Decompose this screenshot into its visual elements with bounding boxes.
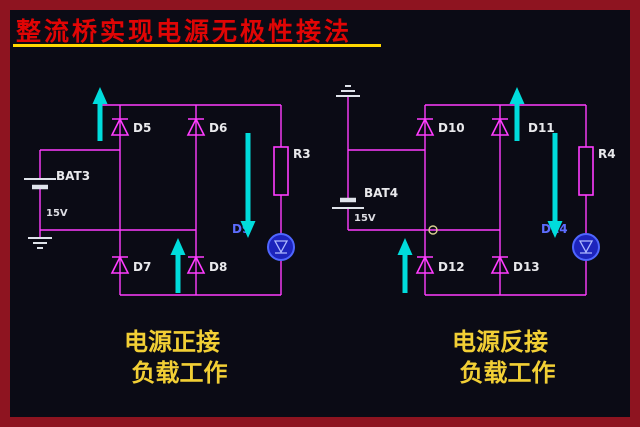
led-d14-symbol	[572, 233, 600, 261]
diode-d11-label: D11	[528, 121, 555, 135]
diode-d10-symbol	[415, 117, 435, 136]
ground-symbol-left	[28, 237, 52, 249]
junction-node	[428, 225, 438, 235]
battery-bat3-voltage: 15V	[46, 208, 68, 219]
battery-symbol-bat3	[24, 178, 56, 190]
diode-d12-symbol	[415, 255, 435, 274]
current-up-arrow-left-bottom	[170, 238, 186, 293]
diode-d8-symbol	[186, 255, 206, 274]
battery-symbol-bat4	[332, 197, 364, 209]
diode-d12-label: D12	[438, 260, 465, 274]
current-up-arrow-right-bottom	[397, 238, 413, 293]
right-circuit-wires	[347, 96, 587, 296]
caption-left-line2: 负载工作	[131, 359, 228, 387]
resistor-r4-symbol	[578, 146, 594, 196]
diode-d11-symbol	[490, 117, 510, 136]
diode-d7-symbol	[110, 255, 130, 274]
current-up-arrow-right-top	[509, 87, 525, 141]
caption-right: 电源反接 负载工作	[390, 327, 610, 389]
battery-bat4-label: BAT4	[364, 186, 398, 200]
schematic-canvas	[10, 10, 630, 417]
page-title: 整流桥实现电源无极性接法	[16, 17, 353, 46]
caption-right-line2: 负载工作	[459, 359, 556, 387]
resistor-r3-symbol	[273, 146, 289, 196]
diode-d6-symbol	[186, 117, 206, 136]
diode-d7-label: D7	[133, 260, 151, 274]
current-up-arrow-left-top	[92, 87, 108, 141]
battery-bat3-label: BAT3	[56, 169, 90, 183]
resistor-r4-label: R4	[598, 147, 616, 161]
right-circuit: D10 D11 D12 D13 BAT4 15V R4 D14	[332, 85, 616, 296]
diode-d6-label: D6	[209, 121, 227, 135]
diode-d13-label: D13	[513, 260, 540, 274]
resistor-r3-label: R3	[293, 147, 311, 161]
led-d9-symbol	[267, 233, 295, 261]
caption-left-line1: 电源正接	[124, 328, 220, 356]
caption-left: 电源正接 负载工作	[62, 327, 282, 389]
diode-d10-label: D10	[438, 121, 465, 135]
diode-d5-label: D5	[133, 121, 151, 135]
left-circuit-wires	[39, 104, 282, 296]
left-circuit: D5 D6 D7 D8 BAT3 15V R3 D9	[24, 87, 311, 296]
current-down-arrow-left-load	[240, 133, 256, 238]
diode-d8-label: D8	[209, 260, 227, 274]
diode-d13-symbol	[490, 255, 510, 274]
battery-bat4-voltage: 15V	[354, 213, 376, 224]
diode-d5-symbol	[110, 117, 130, 136]
current-down-arrow-right-load	[547, 133, 563, 238]
title-underline	[13, 44, 381, 47]
caption-right-line1: 电源反接	[452, 328, 548, 356]
ground-symbol-right	[336, 85, 360, 97]
